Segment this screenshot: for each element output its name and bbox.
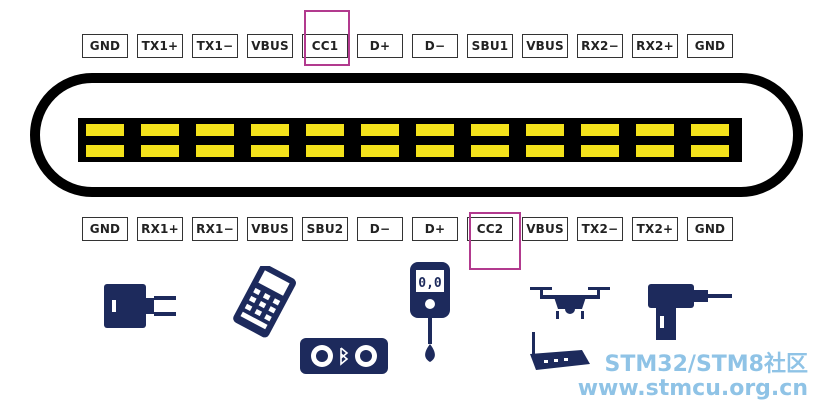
contact-pad (416, 124, 454, 136)
contact-pad (251, 145, 289, 157)
contact-pad (196, 124, 234, 136)
cc2-highlight-box (469, 212, 521, 270)
watermark-community-name: STM32/STM8社区 (604, 352, 808, 377)
contact-pad (196, 145, 234, 157)
bottom-pin-label: SBU2 (302, 217, 348, 241)
bottom-pin-label: RX1+ (137, 217, 183, 241)
contact-pad (306, 145, 344, 157)
top-pin-label: CC1 (302, 34, 348, 58)
glucose-meter-icon: 0,0 (410, 262, 450, 362)
contact-pad (306, 124, 344, 136)
top-pin-label: TX1+ (137, 34, 183, 58)
contact-pad (471, 124, 509, 136)
contact-pad (471, 145, 509, 157)
power-drill-icon (648, 284, 732, 340)
contact-pad (361, 124, 399, 136)
contact-pad (581, 124, 619, 136)
drone-icon (530, 287, 610, 319)
contact-pad (636, 145, 674, 157)
contact-pad (526, 145, 564, 157)
bottom-pin-label: VBUS (247, 217, 293, 241)
bottom-pin-label: D+ (412, 217, 458, 241)
top-pin-label: SBU1 (467, 34, 513, 58)
contact-pad (251, 124, 289, 136)
cc1-highlight-box (304, 10, 350, 66)
contact-pad (141, 145, 179, 157)
bottom-pin-label: GND (82, 217, 128, 241)
glucose-display-text: 0,0 (418, 276, 442, 291)
bottom-pin-label: VBUS (522, 217, 568, 241)
top-pin-label: D+ (357, 34, 403, 58)
top-pin-label: VBUS (522, 34, 568, 58)
router-icon (530, 332, 590, 370)
bottom-pin-label: TX2+ (632, 217, 678, 241)
payment-terminal-icon (233, 266, 296, 338)
contact-pad (86, 124, 124, 136)
top-pin-label: RX2− (577, 34, 623, 58)
charger-icon (104, 284, 176, 328)
contact-pad (361, 145, 399, 157)
contact-pad (581, 145, 619, 157)
bottom-pin-label: GND (687, 217, 733, 241)
contact-pad (526, 124, 564, 136)
contact-pad (141, 124, 179, 136)
contact-pad (691, 145, 729, 157)
top-pin-label: VBUS (247, 34, 293, 58)
top-pin-label: GND (82, 34, 128, 58)
contact-pad (636, 124, 674, 136)
contact-pad (416, 145, 454, 157)
watermark-url: www.stmcu.org.cn (577, 376, 808, 401)
bottom-pin-label: D− (357, 217, 403, 241)
connector-tongue (78, 118, 742, 162)
top-pin-label: GND (687, 34, 733, 58)
bluetooth-speaker-icon (300, 338, 388, 374)
bottom-pin-label: TX2− (577, 217, 623, 241)
top-pin-label: RX2+ (632, 34, 678, 58)
top-pin-label: TX1− (192, 34, 238, 58)
top-pin-label: D− (412, 34, 458, 58)
contact-pad (691, 124, 729, 136)
bottom-pin-row: GND RX1+ RX1− VBUS SBU2 D− D+ CC2 VBUS T… (82, 217, 742, 243)
bottom-pin-label: RX1− (192, 217, 238, 241)
contact-pad (86, 145, 124, 157)
bottom-pin-label: CC2 (467, 217, 513, 241)
top-pin-row: GND TX1+ TX1− VBUS CC1 D+ D− SBU1 VBUS R… (82, 34, 742, 60)
